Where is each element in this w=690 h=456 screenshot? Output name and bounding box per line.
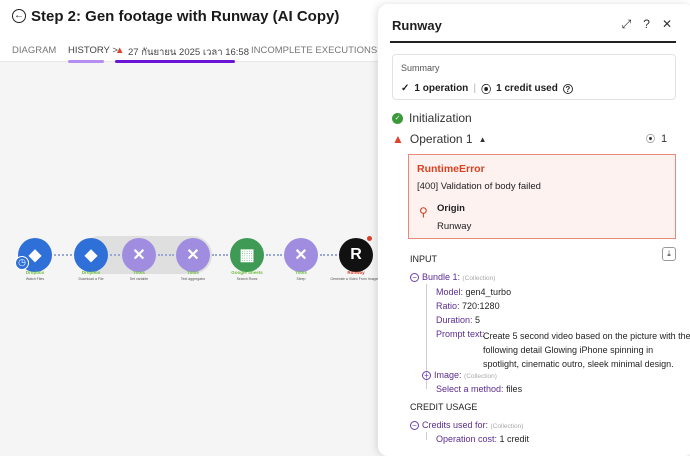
caret-up-icon: ▲ <box>478 134 487 144</box>
error-message: [400] Validation of body failed <box>417 181 541 192</box>
dropbox-icon: ◆ <box>28 247 42 264</box>
tools-icon: ✕ <box>294 247 308 264</box>
initialization-label: Initialization <box>409 111 472 125</box>
connector[interactable] <box>212 254 228 256</box>
runway-panel: Runway ⤢ ? ✕ Summary ✓ 1 operation | ⦿ 1… <box>378 4 690 456</box>
collapse-icon: − <box>410 421 419 431</box>
method-value: files <box>506 384 523 394</box>
module-node[interactable]: ✕ <box>176 238 210 272</box>
module-action-label: Set variable <box>129 277 149 281</box>
help-icon[interactable]: ? <box>643 17 650 31</box>
summary-box: Summary ✓ 1 operation | ⦿ 1 credit used … <box>392 54 676 100</box>
tab-execution[interactable]: 27 กันยายน 2025 เวลา 16:58 <box>128 47 249 58</box>
expand-icon: + <box>422 371 431 381</box>
module-app-label: Tools <box>295 270 307 275</box>
field-value: 5 <box>475 315 481 325</box>
prompt-key: Prompt text: <box>436 329 485 339</box>
tools-icon: ✕ <box>186 247 200 264</box>
warning-icon: ▲ <box>115 45 125 56</box>
google-sheets-icon: ▦ <box>239 247 255 264</box>
module-action-label: Text aggregator <box>180 277 206 281</box>
collapse-icon: − <box>410 273 419 283</box>
origin-value: Runway <box>437 221 472 232</box>
tab-incomplete-executions[interactable]: INCOMPLETE EXECUTIONS <box>251 45 378 56</box>
input-heading: INPUT <box>410 254 437 264</box>
credits-toggle[interactable]: −Credits used for: (Collection) <box>410 420 523 431</box>
error-type: RuntimeError <box>417 163 485 175</box>
field-value: gen4_turbo <box>465 287 512 297</box>
runway-icon: R <box>350 246 362 263</box>
module-action-label: Search Rows <box>236 277 258 281</box>
error-box: RuntimeError [400] Validation of body fa… <box>408 154 676 239</box>
tab-diagram[interactable]: DIAGRAM <box>12 45 57 56</box>
operation-credits: 1 <box>661 132 668 145</box>
close-icon[interactable]: ✕ <box>661 17 672 31</box>
download-icon[interactable]: ⤓ <box>662 247 676 261</box>
module-app-label: Dropbox <box>81 270 101 275</box>
credit-usage-heading: CREDIT USAGE <box>410 402 478 412</box>
module-node[interactable]: ▦ <box>230 238 264 272</box>
connector[interactable] <box>320 254 337 256</box>
module-app-label: Tools <box>187 270 199 275</box>
origin-pin-icon: ⚲ <box>419 205 428 219</box>
prompt-line: spotlight, cinematic outro, sleek minima… <box>483 359 674 369</box>
connector[interactable] <box>110 254 120 256</box>
module-node[interactable]: ◆ <box>74 238 108 272</box>
module-node[interactable]: ✕ <box>122 238 156 272</box>
image-toggle[interactable]: +Image: (Collection) <box>422 370 497 381</box>
dropbox-icon: ◆ <box>84 247 98 264</box>
operation-toggle[interactable]: ▲ Operation 1 ▲ <box>392 132 487 146</box>
operations-count: 1 operation <box>414 83 469 94</box>
connector[interactable] <box>54 254 72 256</box>
execution-underline <box>115 60 235 63</box>
field-value: 720:1280 <box>462 301 500 311</box>
operation-label: Operation 1 <box>409 132 473 146</box>
module-app-label: Runway <box>347 270 365 275</box>
summary-heading: Summary <box>401 63 440 73</box>
bundle-toggle[interactable]: −Bundle 1: (Collection) <box>410 272 495 283</box>
error-dot-icon <box>367 236 372 241</box>
tab-history[interactable]: HISTORY > <box>68 45 118 56</box>
module-action-label: Watch Files <box>25 277 45 281</box>
prompt-line: Create 5 second video based on the pictu… <box>483 331 690 341</box>
expand-icon[interactable]: ⤢ <box>621 17 632 31</box>
info-icon[interactable]: ? <box>562 83 573 94</box>
tools-icon: ✕ <box>132 247 146 264</box>
field-key: Ratio: <box>436 301 460 311</box>
origin-label: Origin <box>437 203 465 214</box>
back-icon[interactable]: ← <box>12 9 26 23</box>
credits-used: 1 credit used <box>496 83 558 94</box>
module-node[interactable]: ✕ <box>284 238 318 272</box>
field-key: Duration: <box>436 315 473 325</box>
connector[interactable] <box>266 254 282 256</box>
module-app-label: Dropbox <box>25 270 45 275</box>
module-action-label: Generate a Video From Image(s) <box>330 277 382 281</box>
history-underline <box>68 60 104 63</box>
success-icon: ✓ <box>392 112 403 124</box>
module-app-label: Tools <box>133 270 145 275</box>
module-action-label: Sleep <box>296 277 306 281</box>
module-node[interactable]: R <box>339 238 373 272</box>
module-app-label: Google Sheets <box>231 270 263 275</box>
page-title: Step 2: Gen footage with Runway (AI Copy… <box>31 8 340 25</box>
field-key: Model: <box>436 287 464 297</box>
schedule-clock-icon[interactable]: ◷ <box>15 256 29 270</box>
cost-key: Operation cost: <box>436 434 498 444</box>
panel-title: Runway <box>392 18 442 33</box>
check-icon: ✓ <box>401 83 410 94</box>
method-key: Select a method: <box>436 384 504 394</box>
credit-icon: ⦿ <box>481 85 492 96</box>
credit-icon: ⦿ <box>646 134 656 144</box>
prompt-line: following detail Glowing iPhone spinning… <box>483 345 654 355</box>
connector[interactable] <box>158 254 174 256</box>
warning-icon: ▲ <box>392 132 404 146</box>
cost-value: 1 credit <box>499 434 530 444</box>
module-action-label: Download a File <box>78 277 104 281</box>
